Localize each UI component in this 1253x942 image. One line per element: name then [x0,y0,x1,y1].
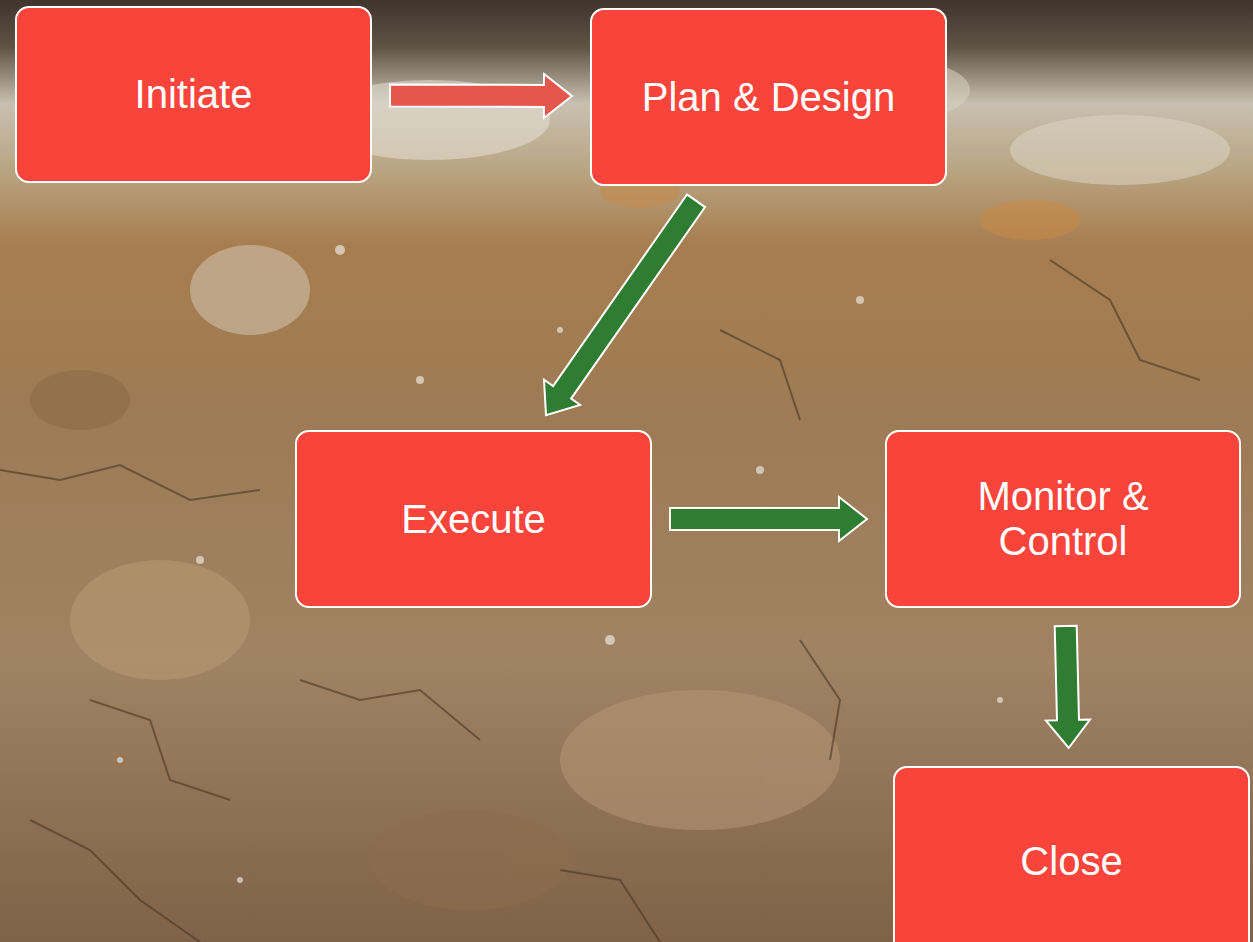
block-arrow [544,195,705,416]
block-arrow [1046,626,1090,748]
process-box: Initiate [15,6,372,183]
process-box: Monitor & Control [885,430,1241,608]
process-box: Plan & Design [590,8,947,186]
box-label: Initiate [135,72,253,117]
box-label: Plan & Design [642,75,895,120]
process-box: Close [893,766,1250,942]
box-label: Execute [401,497,546,542]
box-label: Monitor & Control [909,474,1217,564]
block-arrow [390,74,572,118]
process-box: Execute [295,430,652,608]
box-label: Close [1020,839,1122,884]
block-arrow [670,497,867,541]
